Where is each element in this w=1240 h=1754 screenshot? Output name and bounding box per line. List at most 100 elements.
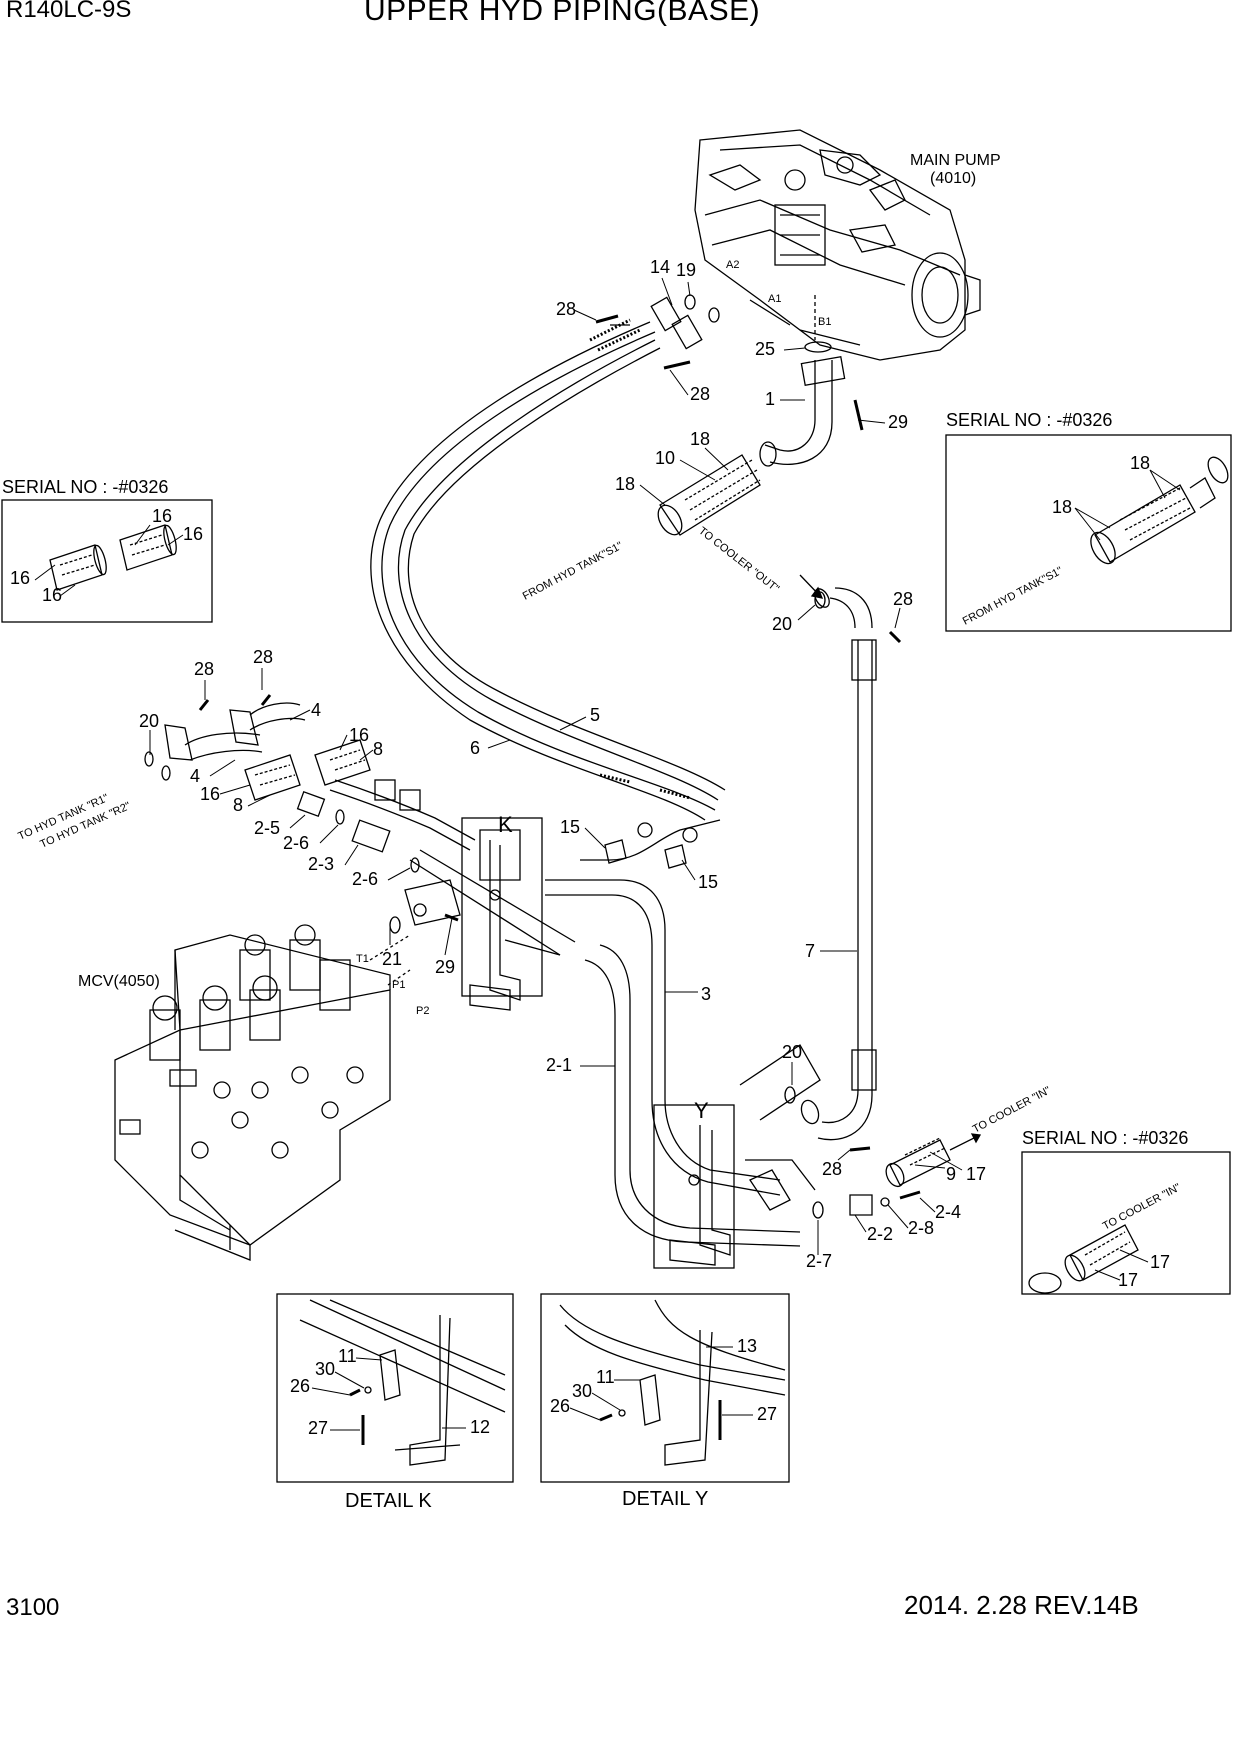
part-2-8: 2-8	[908, 1218, 934, 1238]
part-27-k: 27	[308, 1418, 328, 1438]
part-28-a: 28	[556, 299, 576, 319]
detail-k-drawing	[299, 1299, 506, 1466]
part-6: 6	[470, 738, 480, 758]
detail-y-marker: Y	[694, 1098, 709, 1123]
serial-box-right-bottom	[1021, 1151, 1231, 1295]
port-p2-label: P2	[416, 1005, 429, 1017]
bracket-y	[669, 1125, 731, 1266]
part-5: 5	[590, 705, 600, 725]
part-8-a: 8	[373, 739, 383, 759]
serial-label-right-bottom: SERIAL NO : -#0326	[1022, 1128, 1188, 1148]
detail-k-box	[276, 1293, 514, 1483]
label-to-cooler-in-variant: TO COOLER "IN"	[1101, 1181, 1183, 1232]
part-28-e: 28	[194, 659, 214, 679]
part-30-k: 30	[315, 1359, 335, 1379]
label-from-hyd-tank-s1-variant: FROM HYD TANK"S1"	[961, 565, 1065, 628]
hose-5-and-6	[370, 318, 726, 821]
pipes-3-and-2-1	[409, 819, 801, 1247]
part-4-a: 4	[311, 700, 321, 720]
label-to-cooler-out: TO COOLER "OUT"	[696, 525, 781, 595]
part-26-k: 26	[290, 1376, 310, 1396]
mcv-illustration	[114, 924, 391, 1261]
part-17-a: 17	[966, 1164, 986, 1184]
part-3: 3	[701, 984, 711, 1004]
main-pump-illustration	[694, 129, 981, 361]
detail-k-caption: DETAIL K	[345, 1490, 432, 1512]
part-12: 12	[470, 1417, 490, 1437]
mcv-label: MCV(4050)	[78, 973, 160, 990]
part-16-d: 16	[183, 524, 203, 544]
part-20-c: 20	[139, 711, 159, 731]
port-p1-label: P1	[392, 979, 405, 991]
serial-label-top-left: SERIAL NO : -#0326	[2, 477, 168, 497]
part-21: 21	[382, 949, 402, 969]
model-number: R140LC-9S	[6, 0, 132, 23]
part-17-c: 17	[1118, 1270, 1138, 1290]
part-18-c: 18	[1130, 453, 1150, 473]
detail-k-marker: K	[498, 812, 513, 837]
part-13: 13	[737, 1336, 757, 1356]
part-29-b: 29	[435, 957, 455, 977]
bracket-k	[469, 829, 521, 1011]
part-10: 10	[655, 448, 675, 468]
part-20-a: 20	[772, 614, 792, 634]
part-2-3: 2-3	[308, 854, 334, 874]
part-16-f: 16	[42, 585, 62, 605]
part-16-a: 16	[349, 725, 369, 745]
part-19: 19	[676, 260, 696, 280]
detail-y-caption: DETAIL Y	[622, 1488, 708, 1510]
part-15-a: 15	[560, 817, 580, 837]
part-2-4: 2-4	[935, 1202, 961, 1222]
part-4-b: 4	[190, 766, 200, 786]
return-hoses-8	[144, 694, 371, 801]
part-1: 1	[765, 389, 775, 409]
part-11-k: 11	[338, 1346, 357, 1366]
part-30-y: 30	[572, 1381, 592, 1401]
hose-16-pair-illustration	[49, 524, 177, 591]
pipe-7	[800, 587, 902, 1152]
serial-box-right-top	[945, 434, 1232, 632]
o-ring-20-lower	[784, 1086, 796, 1104]
part-2-6-b: 2-6	[352, 869, 378, 889]
part-18-b: 18	[615, 474, 635, 494]
part-15-b: 15	[698, 872, 718, 892]
part-2-2: 2-2	[867, 1224, 893, 1244]
part-25: 25	[755, 339, 775, 359]
part-2-1: 2-1	[546, 1055, 572, 1075]
hose-18-variant-illustration	[1090, 456, 1229, 565]
part-28-b: 28	[690, 384, 710, 404]
page-number: 3100	[6, 1594, 60, 1621]
part-8-b: 8	[233, 795, 243, 815]
serial-box-top-left	[1, 499, 213, 623]
detail-y-box	[540, 1293, 790, 1483]
label-from-hyd-tank-s1: FROM HYD TANK"S1"	[521, 540, 625, 603]
part-27-y: 27	[757, 1404, 777, 1424]
part-17-b: 17	[1150, 1252, 1170, 1272]
part-2-5: 2-5	[254, 818, 280, 838]
part-18-a: 18	[690, 429, 710, 449]
main-pump-label: MAIN PUMP	[910, 152, 1001, 169]
part-18-d: 18	[1052, 497, 1072, 517]
part-28-d: 28	[822, 1159, 842, 1179]
part-14: 14	[650, 257, 670, 277]
leader-lines	[34, 277, 1181, 1431]
part-number-labels: 14 19 28 28 25 1 29 18 10 18 28 20 5 6 1…	[10, 257, 1170, 1438]
revision-date: 2014. 2.28 REV.14B	[904, 1590, 1139, 1620]
serial-label-right-top: SERIAL NO : -#0326	[946, 410, 1112, 430]
part-7: 7	[805, 941, 815, 961]
detail-k-callout-box	[461, 817, 543, 997]
hose-17-variant-illustration	[1028, 1224, 1139, 1294]
part-29-a: 29	[888, 412, 908, 432]
part-28-c: 28	[893, 589, 913, 609]
main-pump-code: (4010)	[930, 170, 976, 187]
part-16-c: 16	[152, 506, 172, 526]
detail-y-drawing	[559, 1299, 786, 1466]
port-a2-label: A2	[726, 259, 739, 271]
part-26-y: 26	[550, 1396, 570, 1416]
port-t1-label: T1	[356, 953, 369, 965]
part-16-e: 16	[10, 568, 30, 588]
diagram-title: UPPER HYD PIPING(BASE)	[364, 0, 761, 27]
port-b1-label: B1	[818, 316, 831, 328]
part-2-6-a: 2-6	[283, 833, 309, 853]
